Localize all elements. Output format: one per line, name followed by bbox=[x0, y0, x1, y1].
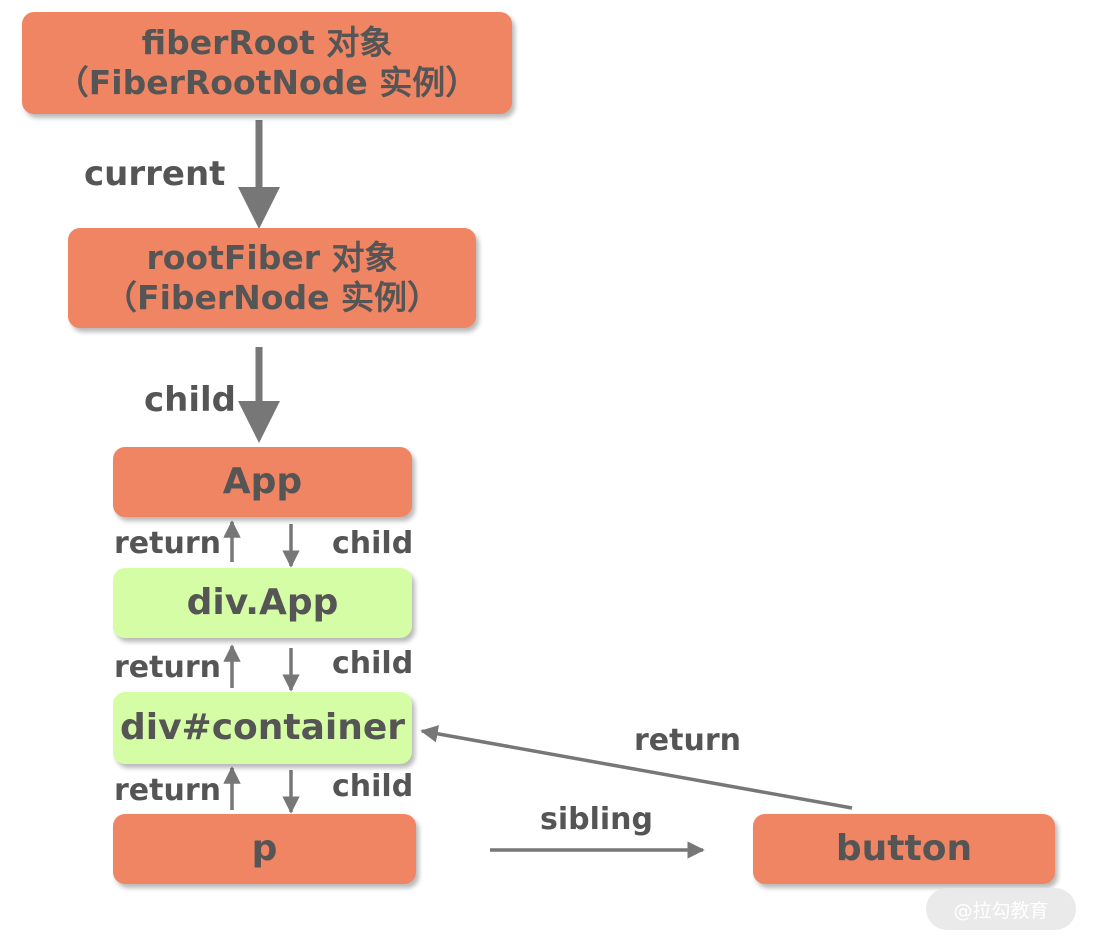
node-root-fiber: rootFiber 对象 （FiberNode 实例） bbox=[68, 228, 476, 328]
edge-child-2-label: child bbox=[332, 646, 414, 681]
node-button: button bbox=[753, 814, 1055, 884]
node-div-app: div.App bbox=[113, 568, 412, 638]
node-app-label: App bbox=[222, 461, 303, 503]
edge-child-3-label: child bbox=[332, 769, 414, 804]
watermark-badge: @拉勾教育 bbox=[926, 888, 1076, 930]
node-div-app-label: div.App bbox=[186, 582, 339, 624]
node-div-container: div#container bbox=[113, 692, 412, 764]
edge-child-1-label: child bbox=[332, 526, 414, 561]
edge-return-button-label: return bbox=[634, 723, 741, 758]
node-app: App bbox=[113, 447, 412, 517]
edge-return-1-label: return bbox=[114, 526, 221, 561]
node-fiber-root-line2: （FiberRootNode 实例） bbox=[55, 63, 479, 102]
watermark-text: @拉勾教育 bbox=[953, 899, 1049, 922]
edge-return-3-label: return bbox=[114, 773, 221, 808]
node-div-container-label: div#container bbox=[119, 707, 406, 749]
node-root-fiber-line1: rootFiber 对象 bbox=[146, 238, 398, 278]
node-fiber-root-line1: fiberRoot 对象 bbox=[141, 23, 393, 63]
edge-current-label: current bbox=[84, 154, 226, 194]
node-p-label: p bbox=[251, 828, 278, 870]
node-root-fiber-line2: （FiberNode 实例） bbox=[104, 278, 440, 317]
node-p: p bbox=[113, 814, 416, 884]
edge-return-2-label: return bbox=[114, 650, 221, 685]
edge-sibling-label: sibling bbox=[540, 802, 654, 837]
node-button-label: button bbox=[835, 828, 973, 870]
node-fiber-root: fiberRoot 对象 （FiberRootNode 实例） bbox=[22, 12, 512, 114]
edge-return-button-arrow bbox=[420, 725, 853, 810]
edge-child-root-label: child bbox=[144, 380, 237, 420]
